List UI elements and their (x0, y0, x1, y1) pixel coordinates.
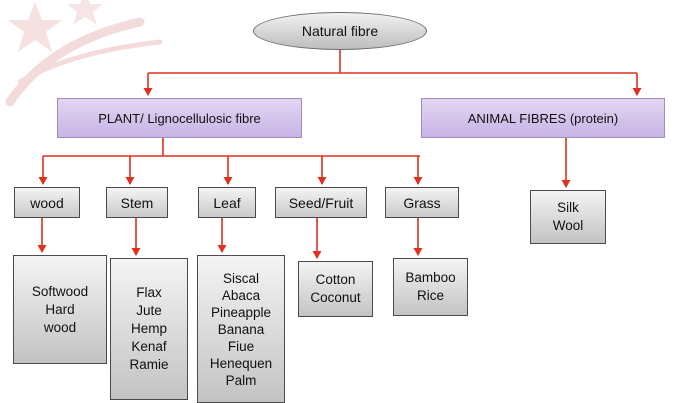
leaf-node: Leaf (198, 187, 256, 218)
animal-example: Wool (553, 217, 584, 235)
stem-example: Ramie (129, 356, 168, 374)
grass-label: Grass (403, 195, 440, 211)
leaf-example: Siscal (223, 270, 259, 287)
wood-node: wood (14, 187, 80, 218)
wood-examples-box: Softwood Hard wood (13, 255, 107, 364)
plant-fibre-node: PLANT/ Lignocellulosic fibre (57, 98, 302, 138)
seed-fruit-label: Seed/Fruit (289, 195, 354, 211)
leaf-example: Abaca (222, 287, 260, 304)
stem-example: Flax (136, 284, 162, 302)
wood-label: wood (30, 195, 63, 211)
grass-example: Rice (417, 287, 444, 305)
grass-examples-box: Bamboo Rice (393, 258, 468, 316)
leaf-examples-box: Siscal Abaca Pineapple Banana Fiue Heneq… (197, 255, 285, 403)
animal-fibre-label: ANIMAL FIBRES (protein) (468, 111, 619, 126)
natural-fibre-node: Natural fibre (253, 12, 427, 50)
leaf-example: Banana (218, 321, 265, 338)
leaf-example: Fiue (228, 338, 254, 355)
grass-example: Bamboo (405, 269, 455, 287)
stem-example: Hemp (131, 320, 167, 338)
wood-example: Softwood (32, 283, 88, 301)
animal-examples-box: Silk Wool (530, 190, 606, 244)
seed-fruit-example: Coconut (310, 289, 360, 307)
animal-fibre-node: ANIMAL FIBRES (protein) (421, 98, 665, 138)
seed-fruit-examples-box: Cotton Coconut (298, 261, 373, 317)
animal-example: Silk (557, 199, 579, 217)
plant-fibre-label: PLANT/ Lignocellulosic fibre (98, 111, 261, 126)
wood-example: Hard (45, 301, 74, 319)
leaf-example: Henequen (210, 355, 272, 372)
stem-example: Jute (136, 302, 162, 320)
seed-fruit-node: Seed/Fruit (275, 187, 367, 218)
stem-node: Stem (106, 187, 168, 218)
grass-node: Grass (385, 187, 459, 218)
wood-example: wood (44, 319, 76, 337)
leaf-example: Pineapple (211, 304, 271, 321)
stem-examples-box: Flax Jute Hemp Kenaf Ramie (110, 258, 188, 400)
stem-example: Kenaf (131, 338, 166, 356)
leaf-example: Palm (226, 372, 257, 389)
stem-label: Stem (121, 195, 154, 211)
leaf-label: Leaf (213, 195, 240, 211)
natural-fibre-label: Natural fibre (302, 23, 378, 39)
seed-fruit-example: Cotton (316, 271, 356, 289)
